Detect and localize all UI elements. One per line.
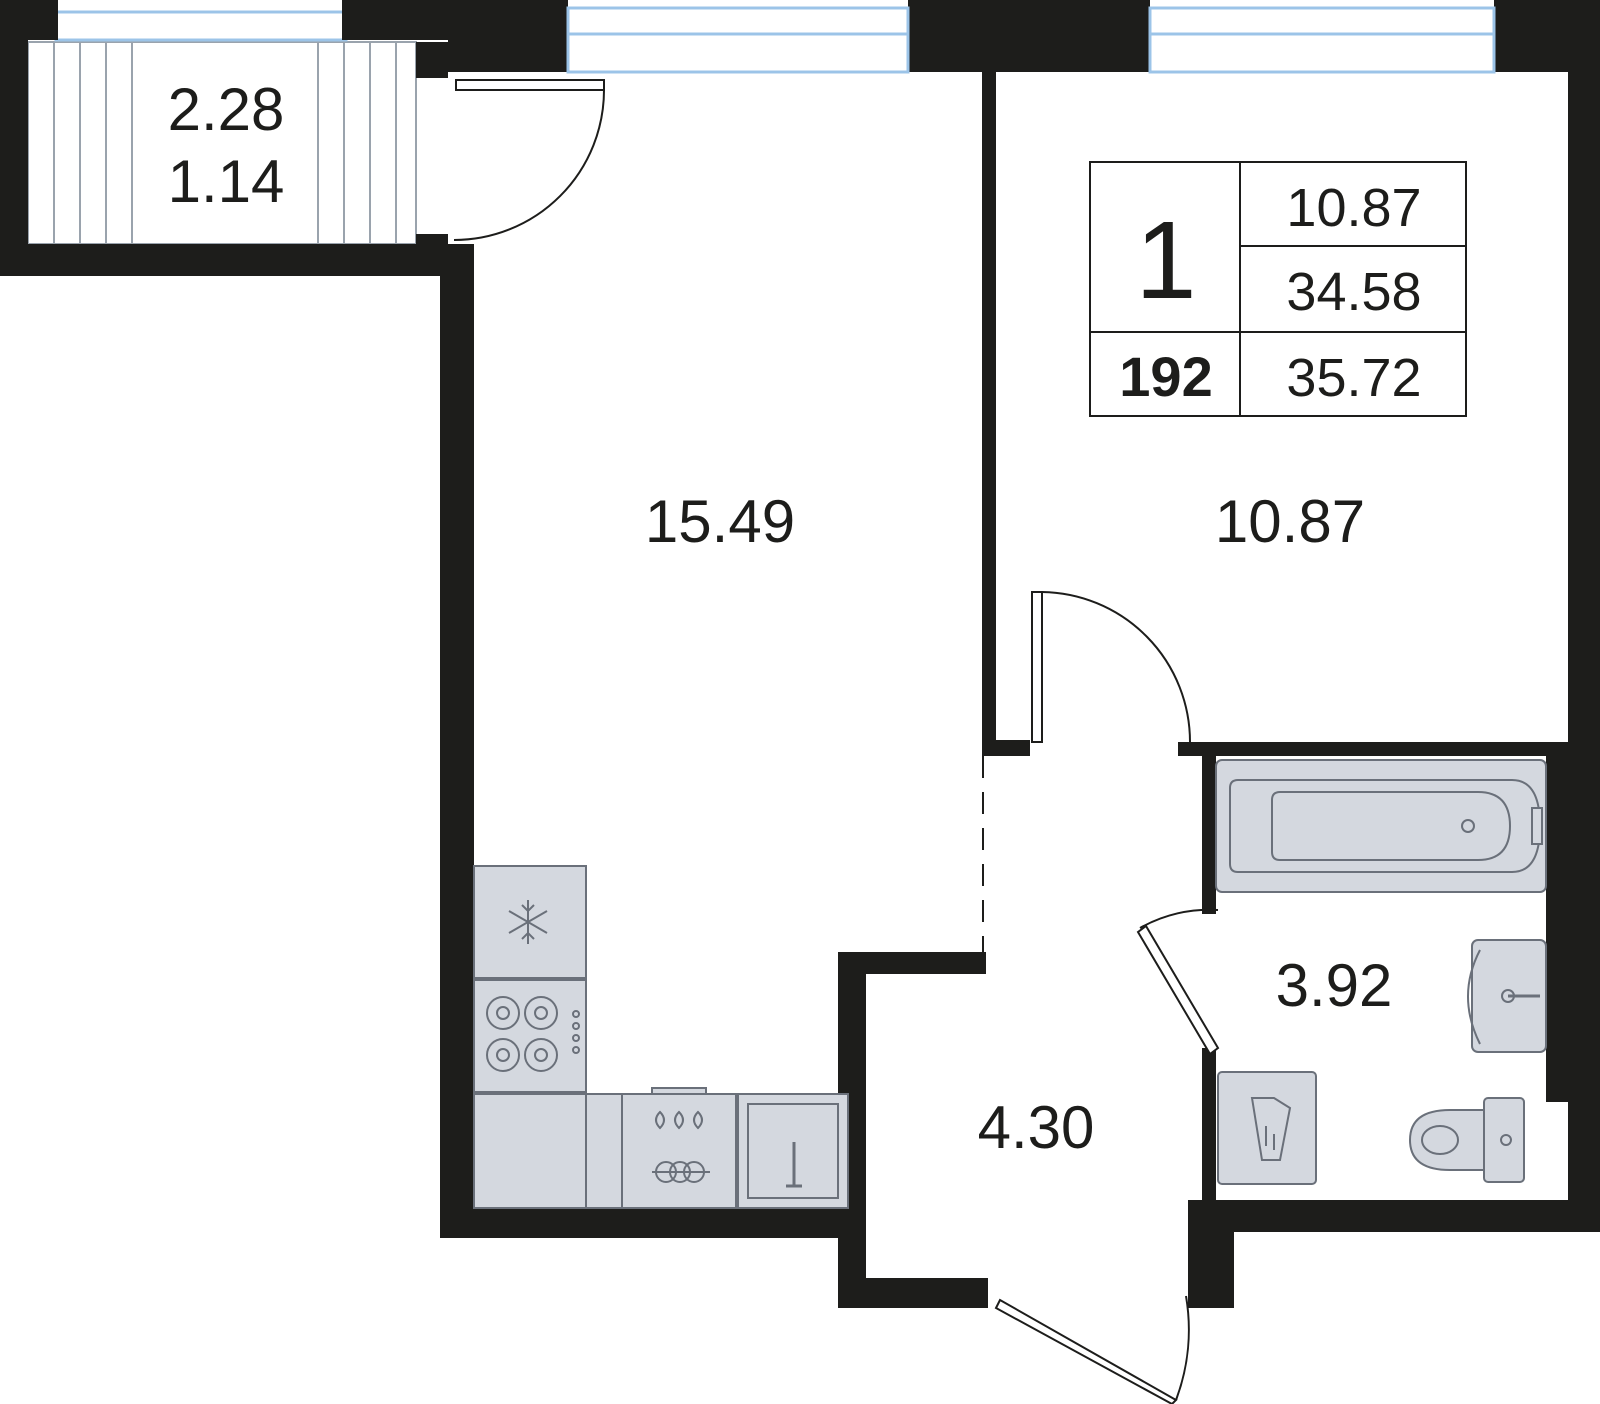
rooms-count: 1 — [1135, 199, 1196, 322]
stove — [473, 979, 587, 1093]
balcony — [27, 10, 417, 245]
stove-burners-icon — [486, 996, 580, 1072]
walls — [0, 0, 1600, 1308]
windows — [566, 6, 1496, 74]
toilet-tank — [1483, 1097, 1525, 1183]
hall-area-label: 4.30 — [978, 1094, 1095, 1161]
total-area-value: 34.58 — [1286, 262, 1421, 322]
bathroom-door — [1136, 908, 1220, 1056]
bedroom-area-label: 10.87 — [1215, 488, 1365, 555]
apartment-info-table: 1 10.87 34.58 192 35.72 — [1089, 161, 1467, 417]
apartment-number: 192 — [1119, 345, 1212, 408]
balcony-area-label: 2.28 — [168, 76, 285, 143]
balcony-door — [453, 79, 605, 241]
fridge — [473, 865, 587, 979]
balcony-window — [54, 10, 348, 42]
balcony-reduced-area-label: 1.14 — [168, 148, 285, 215]
snowflake-icon — [508, 900, 548, 944]
bathroom-fixtures — [1215, 759, 1547, 1185]
kitchen-window — [566, 6, 910, 74]
kitchen-living-area-label: 15.49 — [645, 488, 795, 555]
counter — [473, 1093, 587, 1209]
toilet-bowl — [1408, 1109, 1485, 1171]
total-area-with-balcony-value: 35.72 — [1286, 348, 1421, 408]
living-area-value: 10.87 — [1286, 178, 1421, 238]
bathroom-area-label: 3.92 — [1276, 952, 1393, 1019]
entrance-door — [994, 1295, 1190, 1404]
kitchen-set — [473, 865, 849, 1209]
bedroom-door — [1031, 591, 1191, 743]
bedroom-window — [1148, 6, 1496, 74]
dishwasher-icon — [652, 1110, 710, 1183]
